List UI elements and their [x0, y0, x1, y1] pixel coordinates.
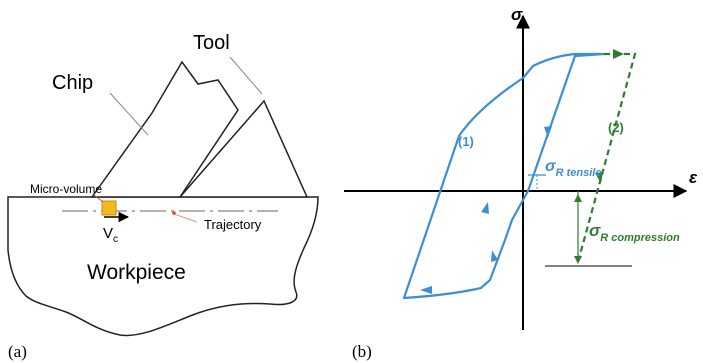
workpiece-label: Workpiece: [87, 261, 186, 284]
loop-arrow-left: [420, 286, 432, 294]
residual-tensile-subscript: R tensile: [556, 167, 602, 179]
velocity-subscript: c: [113, 234, 118, 245]
residual-tensile-label: σR tensile: [545, 158, 601, 179]
compression-up-arrow: [574, 194, 582, 202]
micro-volume-square: [101, 200, 117, 216]
trajectory-marker: [172, 211, 176, 215]
loop-arrow-up: [481, 202, 489, 214]
workpiece-outline: [7, 196, 319, 337]
residual-compression-label: σR compression: [589, 221, 680, 244]
tool-label: Tool: [193, 32, 230, 54]
micro-volume-leader-line: [93, 194, 104, 203]
chip-shape: [90, 60, 239, 198]
trajectory-label: Trajectory: [204, 217, 262, 232]
tool-shape: [178, 99, 309, 198]
unload-arrow-top: [613, 49, 624, 59]
residual-compression-subscript: R compression: [600, 232, 680, 244]
loop-arrow-down: [544, 126, 552, 138]
unloading-curve: [576, 52, 637, 263]
sigma-axis-label: σ: [511, 5, 523, 24]
micro-volume-label: Micro-volume: [30, 182, 102, 196]
unload-arrow-mid: [595, 172, 603, 183]
trajectory-leader-line: [173, 213, 198, 223]
unload-label: (2): [608, 120, 624, 135]
panel-b-label: (b): [352, 342, 372, 361]
panel-a-label: (a): [8, 342, 27, 361]
epsilon-axis-label: ε: [689, 168, 698, 187]
panel-b-stress-strain-diagram: σ ε (1) (2) σR tensile σR compression (b…: [344, 5, 698, 361]
panel-a-machining-diagram: Tool Chip Micro-volume Vc Trajectory Wor…: [7, 32, 319, 361]
loop-label: (1): [458, 134, 474, 149]
compression-down-arrow: [574, 256, 582, 264]
loading-loop-curve: [402, 52, 606, 300]
loop-arrow-small: [491, 250, 498, 262]
chip-label: Chip: [52, 72, 93, 94]
tool-leader-line: [229, 56, 263, 95]
chip-leader-line: [109, 92, 149, 136]
velocity-label: Vc: [103, 225, 118, 245]
